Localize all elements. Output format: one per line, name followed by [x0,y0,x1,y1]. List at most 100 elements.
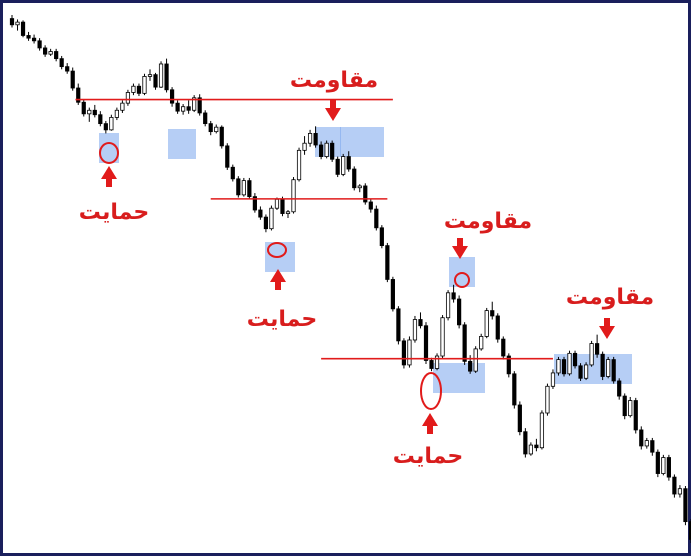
candle-112 [622,393,627,420]
candle-52 [291,177,296,214]
candle-body-bear [59,58,64,68]
down-arrow-icon [599,318,615,339]
candle-body-bear [457,298,462,326]
candle-body-bear [683,488,688,523]
candle-body-bear [462,324,467,362]
candle-body-bear [451,292,456,300]
candle-7 [43,45,48,57]
candle-body-bull [583,364,589,379]
candle-layer [9,15,691,543]
candle-body-bear [578,365,583,379]
candle-body-bear [37,40,42,49]
support-annotation-3: حمايت [393,372,463,469]
candle-55 [307,129,313,147]
candle-body-bull [15,21,20,26]
highlight-zone-2 [168,129,196,159]
candle-body-bear [252,196,257,211]
candle-body-bull [479,336,484,350]
candle-body-bear [70,70,75,89]
candle-104 [578,363,583,381]
candle-81 [451,284,456,303]
candle-body-bear [611,359,616,382]
candle-42 [236,176,241,198]
candle-body-bull [539,412,545,449]
candle-79 [440,315,445,359]
candle-body-bull [181,106,186,112]
candle-body-bear [379,227,384,247]
candle-body-bear [153,74,158,88]
candle-65 [363,183,368,205]
candle-36 [203,110,208,127]
candle-body-bear [595,343,600,355]
resistance-circle-2 [454,272,470,288]
candle-41 [230,164,235,182]
candle-body-bear [374,208,379,229]
candle-47 [263,214,269,233]
candle-body-bull [142,76,147,94]
candle-body-bear [650,440,655,453]
candle-body-bear [65,66,70,72]
candle-body-bear [666,457,671,478]
candle-75 [418,312,423,329]
candle-body-bear [517,404,522,433]
candle-body-bear [346,156,351,170]
candle-body-bear [572,352,578,367]
candle-46 [258,206,263,220]
candle-body-bear [368,201,373,210]
candle-body-bear [164,63,169,91]
candle-body-bear [186,106,191,111]
candle-body-bear [639,429,644,447]
candle-53 [296,147,302,182]
candle-67 [374,205,379,231]
candle-body-bull [131,85,136,93]
candle-64 [357,184,362,193]
candle-body-bear [622,395,627,417]
candle-body-bear [390,279,395,310]
candle-37 [208,120,213,136]
candle-body-bull [285,211,291,214]
candle-66 [368,199,373,213]
candle-body-bear [335,158,340,175]
candle-body-bull [291,179,296,213]
candle-body-bear [98,114,103,125]
candle-19 [109,114,114,131]
candle-31 [175,100,180,114]
candle-109 [606,356,611,379]
candle-body-bear [352,168,357,189]
candle-body-bull [192,97,197,111]
candle-body-bear [92,109,97,116]
candle-22 [125,89,131,106]
candle-86 [479,333,484,351]
candle-16 [92,104,97,118]
candle-body-bear [313,133,318,146]
candle-60 [335,156,340,178]
candle-111 [617,378,622,400]
candle-body-bull [545,385,550,414]
candle-body-bear [495,315,500,340]
candle-24 [136,83,142,97]
candle-92 [512,371,517,409]
candle-body-bull [357,185,362,189]
candle-body-bull [528,444,533,455]
highlight-zone-1 [99,133,119,163]
candle-88 [490,301,495,320]
candle-110 [611,356,616,384]
candle-body-bear [169,89,175,104]
candle-body-bear [76,87,81,103]
candle-113 [628,396,633,418]
support-circle-3 [420,372,442,410]
candle-33 [186,100,191,114]
candle-10 [59,55,64,70]
candle-body-bull [114,109,119,118]
candle-89 [495,313,500,343]
candle-body-bear [401,340,407,366]
candle-body-bear [20,21,26,36]
candle-body-bear [617,380,622,397]
support-circle-1 [99,142,119,164]
candle-123 [683,486,688,526]
candle-30 [169,87,175,107]
candle-body-bear [26,35,31,39]
candle-95 [528,442,533,456]
candle-98 [545,383,550,416]
